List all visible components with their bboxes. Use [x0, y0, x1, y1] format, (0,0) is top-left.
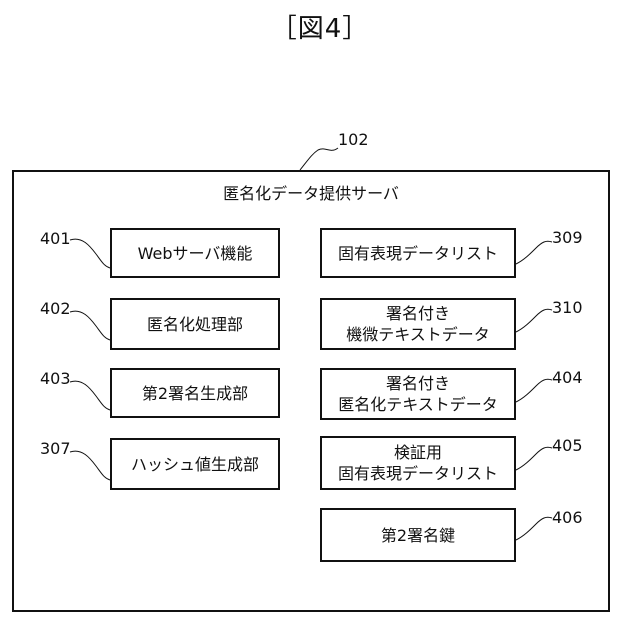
- ref-404: 404: [552, 368, 583, 387]
- block-label: Webサーバ機能: [138, 243, 253, 264]
- block-label-line: 署名付き: [386, 373, 450, 394]
- ref-405: 405: [552, 436, 583, 455]
- ref-403: 403: [40, 369, 71, 388]
- ref-310: 310: [552, 298, 583, 317]
- block-label-line: 固有表現データリスト: [338, 243, 498, 264]
- block-label: 第2署名生成部: [142, 383, 248, 404]
- block-label-line: 機微テキストデータ: [346, 324, 490, 345]
- block-signed-anonymized-text: 署名付き 匿名化テキストデータ: [320, 368, 516, 420]
- block-second-signature-generation: 第2署名生成部: [110, 368, 280, 418]
- ref-309: 309: [552, 228, 583, 247]
- block-label-line: 署名付き: [386, 303, 450, 324]
- server-ref: 102: [338, 130, 369, 149]
- block-verification-entity-list: 検証用 固有表現データリスト: [320, 436, 516, 490]
- leader-102: [300, 148, 338, 170]
- block-label-line: 固有表現データリスト: [338, 463, 498, 484]
- block-second-signature-key: 第2署名鍵: [320, 508, 516, 562]
- block-named-entity-list: 固有表現データリスト: [320, 228, 516, 278]
- block-label-line: 第2署名鍵: [381, 525, 455, 546]
- block-anonymization-processing: 匿名化処理部: [110, 298, 280, 350]
- ref-402: 402: [40, 299, 71, 318]
- block-web-server-function: Webサーバ機能: [110, 228, 280, 278]
- block-hash-generation: ハッシュ値生成部: [110, 438, 280, 490]
- ref-307: 307: [40, 439, 71, 458]
- block-label: 匿名化処理部: [147, 314, 243, 335]
- ref-406: 406: [552, 508, 583, 527]
- server-box: [12, 170, 610, 612]
- ref-401: 401: [40, 229, 71, 248]
- block-label-line: 検証用: [394, 442, 442, 463]
- block-label: ハッシュ値生成部: [131, 454, 259, 475]
- block-signed-sensitive-text: 署名付き 機微テキストデータ: [320, 298, 516, 350]
- server-label: 匿名化データ提供サーバ: [12, 180, 610, 204]
- block-label-line: 匿名化テキストデータ: [338, 394, 498, 415]
